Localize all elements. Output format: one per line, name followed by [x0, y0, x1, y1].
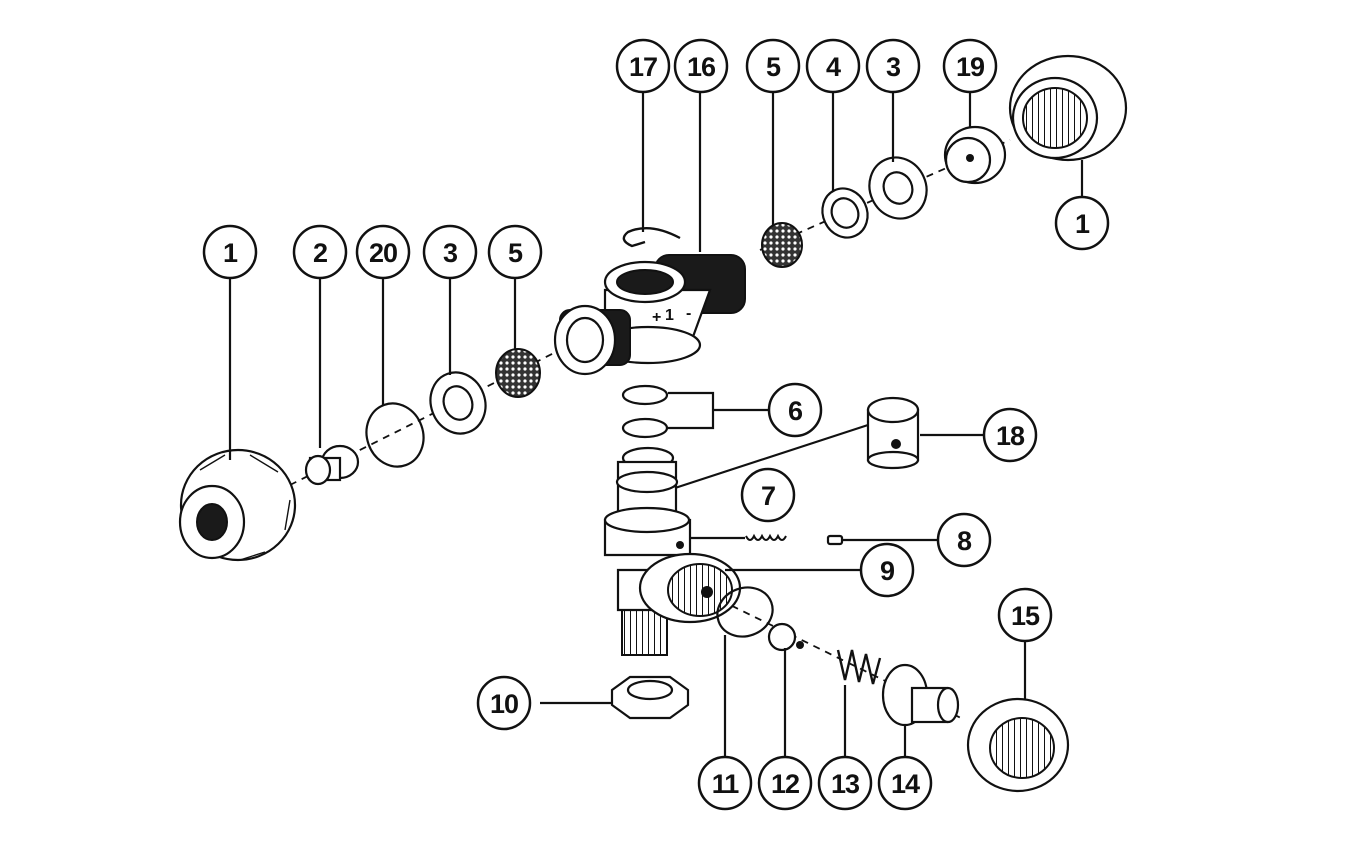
part-16-valve-body: + 1 - [553, 254, 746, 376]
leader-lines [228, 92, 1084, 757]
svg-text:3: 3 [443, 238, 458, 268]
callout-9: 9 [859, 542, 915, 598]
svg-text:17: 17 [629, 52, 657, 82]
callout-5-right: 5 [745, 38, 801, 94]
svg-text:13: 13 [831, 769, 860, 799]
callout-16: 16 [673, 38, 729, 94]
callout-12: 12 [757, 755, 813, 811]
svg-text:2: 2 [313, 238, 327, 268]
body-marking-plus: + [652, 309, 661, 326]
body-marking-minus: - [686, 305, 691, 322]
callout-1-left: 1 [202, 224, 258, 280]
part-15-nut [966, 697, 1070, 793]
callout-5-left: 5 [487, 224, 543, 280]
part-2-bushing [304, 444, 360, 486]
body-marking-one: 1 [665, 307, 674, 324]
svg-text:16: 16 [687, 52, 716, 82]
part-1-left-nut [178, 448, 297, 562]
callout-18: 18 [982, 407, 1038, 463]
svg-text:1: 1 [1075, 209, 1090, 239]
svg-text:1: 1 [223, 238, 238, 268]
part-6-o-ring-upper [621, 384, 669, 406]
callout-14: 14 [877, 755, 933, 811]
callout-6: 6 [767, 382, 823, 438]
svg-text:8: 8 [957, 526, 972, 556]
svg-text:5: 5 [508, 238, 523, 268]
callout-20: 20 [355, 224, 411, 280]
svg-text:20: 20 [369, 238, 397, 268]
svg-text:6: 6 [788, 396, 803, 426]
part-1-right-nut [1008, 54, 1128, 162]
callout-3-right: 3 [865, 38, 921, 94]
part-12-plug [767, 622, 804, 652]
callout-13: 13 [817, 755, 873, 811]
part-13-spring [836, 649, 882, 685]
svg-text:11: 11 [712, 769, 740, 799]
part-11-gasket [716, 586, 774, 638]
svg-text:5: 5 [766, 52, 781, 82]
part-19-disc [943, 125, 1007, 185]
part-17-clip [622, 226, 681, 248]
callout-8: 8 [936, 512, 992, 568]
part-20-o-ring [365, 402, 425, 468]
svg-text:15: 15 [1011, 601, 1040, 631]
part-6-o-ring-lower [621, 417, 669, 439]
callout-3-left: 3 [422, 224, 478, 280]
callout-1-right: 1 [1054, 195, 1110, 251]
part-4-ring [821, 187, 869, 239]
svg-text:18: 18 [996, 421, 1025, 451]
callout-11: 11 [697, 755, 753, 811]
callout-17: 17 [615, 38, 671, 94]
part-7-spring [745, 533, 787, 541]
svg-text:7: 7 [761, 481, 775, 511]
part-9-port [638, 552, 742, 624]
callout-2: 2 [292, 224, 348, 280]
svg-text:10: 10 [490, 689, 518, 719]
callout-4: 4 [805, 38, 861, 94]
svg-text:19: 19 [956, 52, 985, 82]
svg-text:12: 12 [771, 769, 799, 799]
part-18-block [866, 396, 920, 470]
lower-valve-body [603, 446, 692, 656]
part-5-left-screen [495, 348, 541, 398]
svg-text:3: 3 [886, 52, 901, 82]
callout-15: 15 [997, 587, 1053, 643]
part-14-stem [881, 663, 960, 727]
callout-10: 10 [476, 675, 532, 731]
svg-text:14: 14 [891, 769, 920, 799]
part-8-pin [826, 534, 844, 546]
part-10-hex-nut [610, 675, 690, 720]
part-3-left-washer [429, 371, 487, 435]
part-5-right-screen [761, 222, 803, 268]
svg-text:4: 4 [826, 52, 841, 82]
callout-19: 19 [942, 38, 998, 94]
svg-text:9: 9 [880, 556, 895, 586]
callout-7: 7 [740, 467, 796, 523]
part-3-right-washer [868, 156, 928, 220]
